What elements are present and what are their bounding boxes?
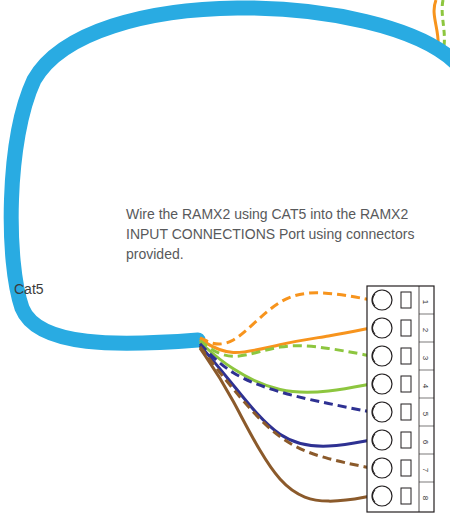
pin-divider — [419, 482, 434, 483]
pin-divider — [419, 426, 434, 427]
block-divider — [419, 286, 420, 512]
pin-number: 4 — [421, 384, 429, 388]
terminal-hole — [372, 346, 392, 366]
pin-divider — [419, 370, 434, 371]
terminal-hole — [372, 430, 392, 450]
release-slot — [401, 432, 411, 448]
block-outline — [367, 286, 434, 512]
release-slot — [401, 460, 411, 476]
pin-number: 8 — [421, 496, 429, 500]
release-slot — [401, 292, 411, 308]
terminal-lip — [373, 322, 376, 334]
pin-number: 7 — [421, 468, 429, 472]
cat5-cable — [11, 8, 450, 343]
release-slot — [401, 376, 411, 392]
terminal-lip — [373, 406, 376, 418]
conductor-wire — [200, 348, 371, 501]
instruction-note: Wire the RAMX2 using CAT5 into the RAMX2… — [126, 204, 448, 264]
terminal-lip — [373, 490, 376, 502]
pin-number: 1 — [421, 300, 429, 304]
conductor-wire — [200, 341, 371, 357]
terminal-block — [367, 286, 434, 512]
pin-divider — [419, 314, 434, 315]
terminal-hole — [372, 402, 392, 422]
terminal-hole — [372, 458, 392, 478]
pin-divider — [419, 342, 434, 343]
pin-divider — [419, 454, 434, 455]
conductor-wire — [200, 345, 371, 446]
pin-divider — [419, 398, 434, 399]
conductor-wire — [200, 293, 371, 344]
terminal-hole — [372, 374, 392, 394]
green-wire — [442, 0, 444, 46]
release-slot — [401, 348, 411, 364]
pin-number: 2 — [421, 328, 429, 332]
pin-number: 5 — [421, 412, 429, 416]
release-slot — [401, 404, 411, 420]
terminal-lip — [373, 294, 376, 306]
wire-group — [200, 293, 371, 501]
terminal-lip — [373, 350, 376, 362]
pin-number: 6 — [421, 440, 429, 444]
conductor-wire — [200, 328, 371, 353]
terminal-hole — [372, 486, 392, 506]
release-slot — [401, 488, 411, 504]
pin-number: 3 — [421, 356, 429, 360]
terminal-lip — [373, 434, 376, 446]
conductor-wire — [200, 347, 371, 468]
terminal-lip — [373, 462, 376, 474]
terminal-hole — [372, 318, 392, 338]
cable-label: Cat5 — [14, 281, 44, 297]
terminal-lip — [373, 378, 376, 390]
terminal-hole — [372, 290, 392, 310]
release-slot — [401, 320, 411, 336]
